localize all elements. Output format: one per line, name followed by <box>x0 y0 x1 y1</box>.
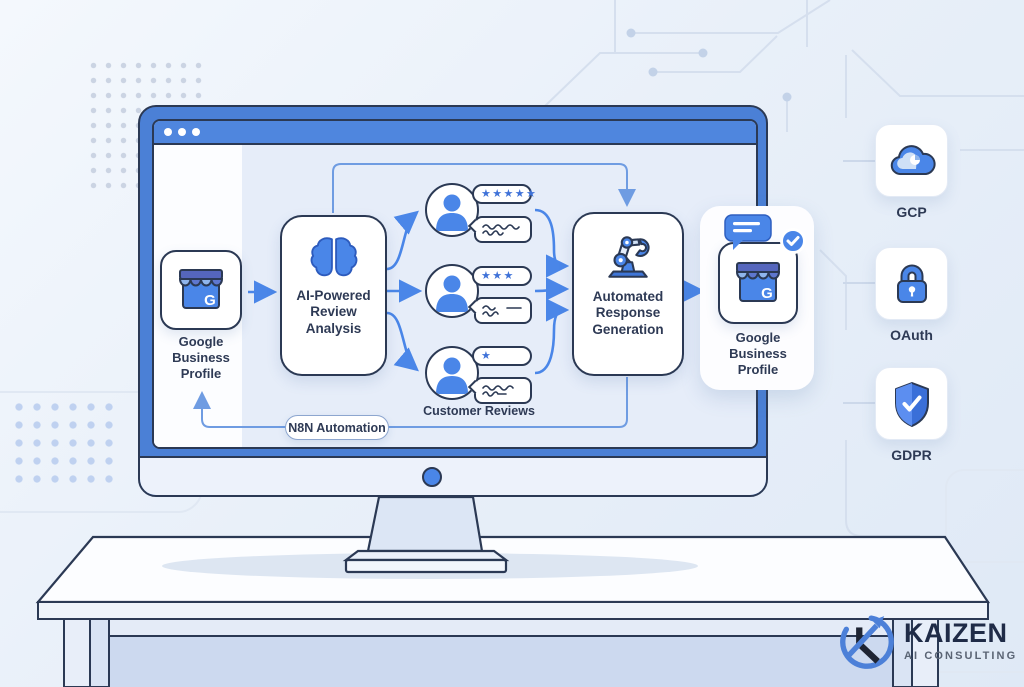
response-generation-label: Automated Response Generation <box>592 289 664 337</box>
window-dot-icon <box>178 128 186 136</box>
browser-window: G Google Business Profile AI-Powered Rev… <box>152 119 758 449</box>
robot-arm-icon <box>608 236 650 278</box>
gbp-right-node: G <box>718 242 798 324</box>
ai-analysis-node: AI-Powered Review Analysis <box>280 215 387 376</box>
gcp-label: GCP <box>896 204 927 220</box>
flow-arrows <box>193 163 706 428</box>
cloud-icon <box>890 144 936 175</box>
storefront-icon: G <box>735 262 781 302</box>
monitor: G Google Business Profile AI-Powered Rev… <box>138 105 768 497</box>
integration-card-gcp <box>875 124 948 197</box>
shield-check-icon <box>894 381 929 427</box>
window-dot-icon <box>164 128 172 136</box>
reviewer-avatar-icon <box>425 346 479 400</box>
gbp-left-label: Google Business Profile <box>172 334 230 381</box>
brand-name: KAIZEN <box>904 618 1008 648</box>
integration-card-gdpr <box>875 367 948 440</box>
review-squiggle-icon <box>482 304 522 317</box>
window-titlebar <box>154 121 756 145</box>
review-text-bubble <box>474 216 532 243</box>
brand-tagline: AI CONSULTING <box>904 650 1018 662</box>
brain-icon <box>310 237 357 277</box>
monitor-chin <box>140 456 766 495</box>
storefront-icon: G <box>178 269 224 309</box>
verified-check-icon <box>780 228 806 254</box>
review-squiggle-icon <box>482 384 514 397</box>
gbp-right-label: Google Business Profile <box>729 330 787 377</box>
kaizen-mark-icon <box>840 615 894 669</box>
star-rating-1: ★ <box>472 346 532 366</box>
monitor-logo-dot-icon <box>422 467 442 487</box>
star-rating-5: ★★★★★ <box>472 184 536 204</box>
review-text-bubble <box>474 297 532 324</box>
workflow-canvas: G Google Business Profile AI-Powered Rev… <box>154 145 756 447</box>
gdpr-label: GDPR <box>891 447 932 463</box>
oauth-label: OAuth <box>890 327 933 343</box>
gbp-right-panel: G Google Business Profile <box>700 206 814 390</box>
brand-logo: KAIZEN AI CONSULTING <box>836 608 1020 674</box>
review-squiggle-icon <box>482 223 520 236</box>
customer-reviews-label: Customer Reviews <box>423 404 535 418</box>
review-text-bubble <box>474 377 532 404</box>
svg-text:G: G <box>204 292 216 309</box>
ai-analysis-label: AI-Powered Review Analysis <box>296 288 371 336</box>
svg-text:G: G <box>761 285 773 302</box>
gbp-left-node: G <box>160 250 242 330</box>
integration-card-oauth <box>875 247 948 320</box>
star-rating-3: ★★★ <box>472 266 532 286</box>
window-dot-icon <box>192 128 200 136</box>
dot-grid-decoration-bottom <box>10 398 122 490</box>
response-generation-node: Automated Response Generation <box>572 212 684 376</box>
lock-icon <box>896 264 927 303</box>
reply-bubble-icon <box>724 214 772 250</box>
reviewer-avatar-icon <box>425 183 479 237</box>
n8n-automation-pill: N8N Automation <box>285 415 389 440</box>
